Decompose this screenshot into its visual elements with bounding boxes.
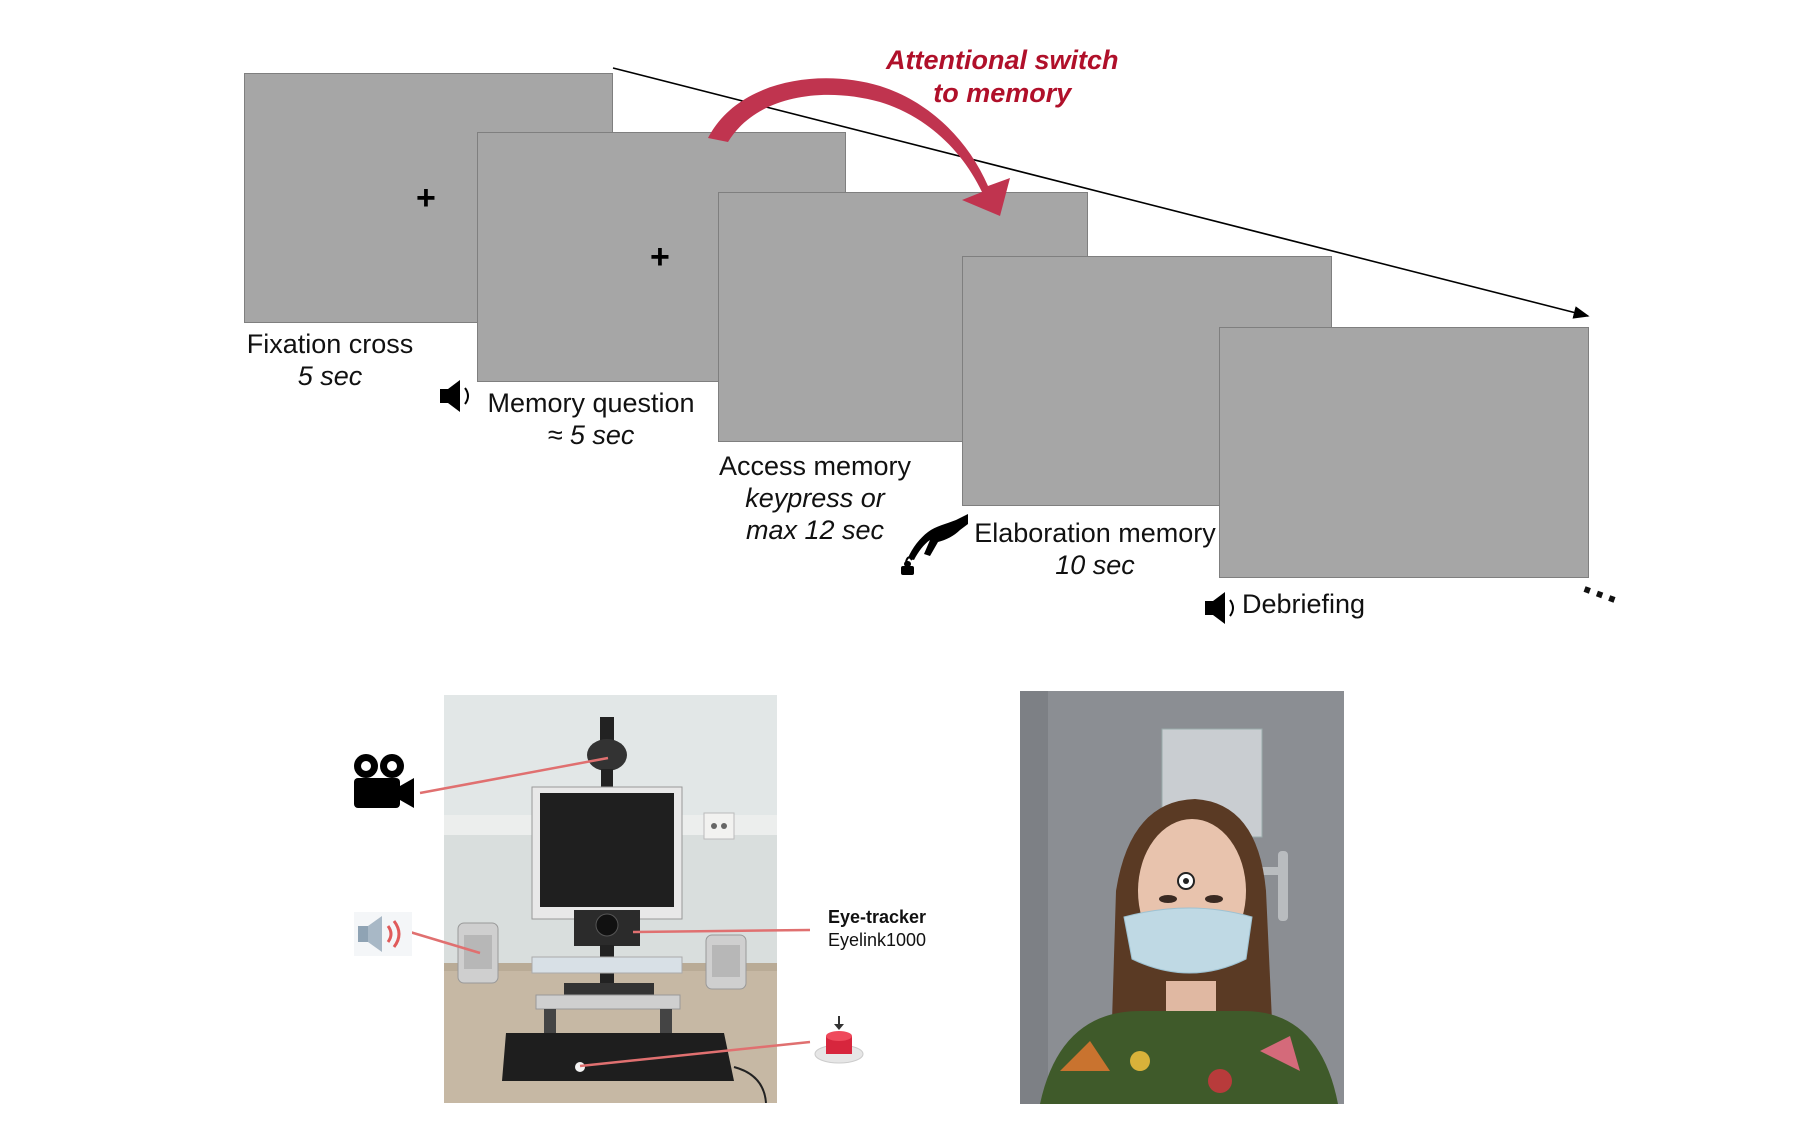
step-duration: keypress or (745, 483, 885, 513)
eye-tracker-model: Eyelink1000 (827, 930, 927, 950)
step-elaboration-memory-label: Elaboration memory 10 sec (972, 517, 1218, 581)
step-debriefing-label: Debriefing (1242, 588, 1382, 620)
step-title: Memory question (487, 388, 695, 418)
step-title: Elaboration memory (974, 518, 1216, 548)
speaker-icon (1205, 592, 1234, 624)
screen-debriefing (1219, 327, 1589, 578)
switch-line-1: Attentional switch (886, 45, 1119, 75)
fixation-cross: + (416, 179, 436, 217)
participant-photo (1020, 691, 1344, 1104)
step-title: Access memory (718, 451, 912, 481)
step-title: Debriefing (1242, 589, 1366, 619)
step-title: Fixation cross (246, 329, 414, 359)
fixation-cross: + (650, 238, 670, 276)
speaker-icon (440, 380, 469, 412)
video-camera-icon (354, 754, 414, 808)
step-fixation-label: Fixation cross 5 sec (245, 328, 415, 392)
attentional-switch-label: Attentional switch to memory (886, 44, 1119, 110)
step-duration: max 12 sec (745, 515, 885, 545)
participant-photo-drawing (1020, 691, 1344, 1104)
setup-photo (444, 695, 777, 1103)
speaker-icon (354, 912, 412, 956)
eye-tracker-label: Eye-tracker Eyelink1000 (812, 906, 942, 952)
eye-tracker-title: Eye-tracker (827, 907, 927, 927)
step-memory-question-label: Memory question ≈ 5 sec (483, 387, 699, 451)
setup-photo-drawing (444, 695, 777, 1103)
step-duration: 10 sec (1055, 550, 1135, 580)
hand-keypress-icon (901, 514, 968, 575)
switch-line-2: to memory (933, 78, 1072, 108)
response-button-icon (814, 1016, 864, 1064)
step-access-memory-label: Access memory keypress or max 12 sec (712, 450, 918, 546)
step-duration: ≈ 5 sec (547, 420, 635, 450)
step-duration: 5 sec (297, 361, 363, 391)
